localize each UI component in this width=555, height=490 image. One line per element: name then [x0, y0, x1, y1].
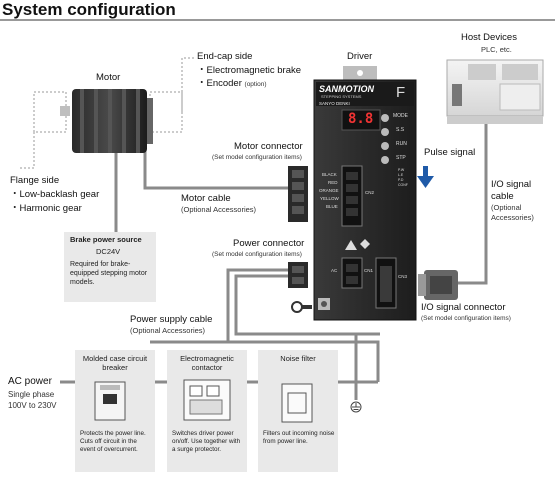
driver-wire-black: BLACK: [322, 172, 337, 177]
flange-item2: ・Harmonic gear: [10, 203, 82, 214]
motor-connector-label: Motor connector: [234, 141, 303, 152]
driver-display: 8.8: [348, 111, 374, 127]
end-cap-title: End-cap side: [197, 51, 253, 62]
io-cable-l3: (Optional: [491, 203, 522, 212]
driver-illustration: [313, 66, 417, 321]
brake-power-title: Brake power source: [70, 235, 142, 244]
host-sub: PLC, etc.: [481, 45, 512, 54]
driver-maker: SANYO DENKI: [319, 101, 350, 106]
connection-lines: [60, 120, 488, 400]
ring-terminal: [291, 301, 312, 313]
driver-button-ss: S.S: [396, 127, 405, 133]
driver-button-stp: STP: [396, 155, 406, 161]
pulse-arrow: [417, 166, 434, 188]
driver-wire-blue: BLUE: [326, 204, 338, 209]
io-connector-plug: [418, 270, 458, 300]
driver-button-mode: MODE: [393, 113, 408, 119]
noise-filter-title: Noise filter: [280, 354, 316, 363]
power-cable-sub: (Optional Accessories): [130, 326, 206, 335]
breaker-desc: Protects the power line. Cuts off circui…: [80, 430, 146, 453]
driver-status-pd: P.D: [398, 178, 404, 182]
driver-button-run: RUN: [396, 141, 407, 147]
motor-cable-sub: (Optional Accessories): [181, 205, 257, 214]
power-connector-plug: [288, 262, 308, 288]
contactor-title: Electromagnetic contactor: [180, 354, 234, 373]
end-cap-item2-text: ・Encoder: [197, 78, 242, 89]
io-cable-l4: Accessories): [491, 213, 534, 222]
motor-connector-sub: (Set model configuration items): [212, 154, 302, 161]
ac-power-l2: Single phase: [8, 390, 55, 399]
driver-wire-orange: ORANGE: [319, 188, 339, 193]
flange-leader: [20, 132, 35, 169]
brake-power-box: [64, 232, 156, 302]
brake-power-desc: Required for brake-equipped stepping mot…: [70, 261, 148, 286]
motor-cable-label: Motor cable: [181, 193, 231, 204]
ac-power-label: AC power: [8, 376, 52, 387]
end-cap-item1: ・Electromagnetic brake: [197, 65, 302, 76]
motor-illustration: [33, 89, 183, 153]
contactor-desc: Switches driver power on/off. Use togeth…: [172, 430, 241, 453]
driver-brand: SANMOTION: [319, 84, 374, 94]
motor-label: Motor: [96, 72, 121, 83]
flange-title: Flange side: [10, 175, 60, 186]
end-cap-item2: ・Encoder (option): [197, 78, 267, 90]
driver-status-le: L.E: [398, 173, 404, 177]
driver-letter: F: [396, 84, 406, 101]
pulse-label: Pulse signal: [424, 147, 476, 158]
breaker-title: Molded case circuit breaker: [82, 354, 148, 373]
driver-cn1-label: CN1: [364, 268, 374, 273]
plc-illustration: [446, 59, 544, 124]
driver-status-pw: P.W: [398, 168, 405, 172]
flange-item1: ・Low-backlash gear: [10, 189, 100, 200]
driver-cn2-label: CN2: [365, 190, 375, 195]
noise-filter-desc: Filters out incoming noise from power li…: [263, 430, 335, 445]
ac-power-l3: 100V to 230V: [8, 401, 57, 410]
host-title: Host Devices: [461, 32, 517, 43]
driver-subbrand: STEPPING SYSTEMS: [321, 94, 362, 99]
brake-power-voltage: DC24V: [96, 247, 121, 256]
driver-label: Driver: [347, 51, 373, 62]
ground-symbol: [350, 401, 362, 413]
io-cable-l1: I/O signal: [491, 179, 532, 190]
power-connector-sub: (Set model configuration items): [212, 251, 302, 258]
motor-connector-plug: [288, 166, 308, 222]
power-connector-label: Power connector: [233, 238, 305, 249]
end-cap-leader: [181, 57, 196, 112]
io-connector-label: I/O signal connector: [421, 302, 506, 313]
driver-cn3-label: CN3: [398, 274, 408, 279]
driver-status-conf: CONF: [398, 183, 408, 187]
page-title: System configuration: [2, 0, 176, 19]
io-connector-sub: (Set model configuration items): [421, 315, 511, 322]
power-cable-label: Power supply cable: [130, 314, 213, 325]
driver-wire-yellow: YELLOW: [320, 196, 339, 201]
io-cable-l2: cable: [491, 191, 514, 202]
end-cap-item2-note: (option): [244, 81, 267, 88]
driver-wire-red: RED: [328, 180, 338, 185]
driver-ac-label: AC: [331, 268, 338, 273]
